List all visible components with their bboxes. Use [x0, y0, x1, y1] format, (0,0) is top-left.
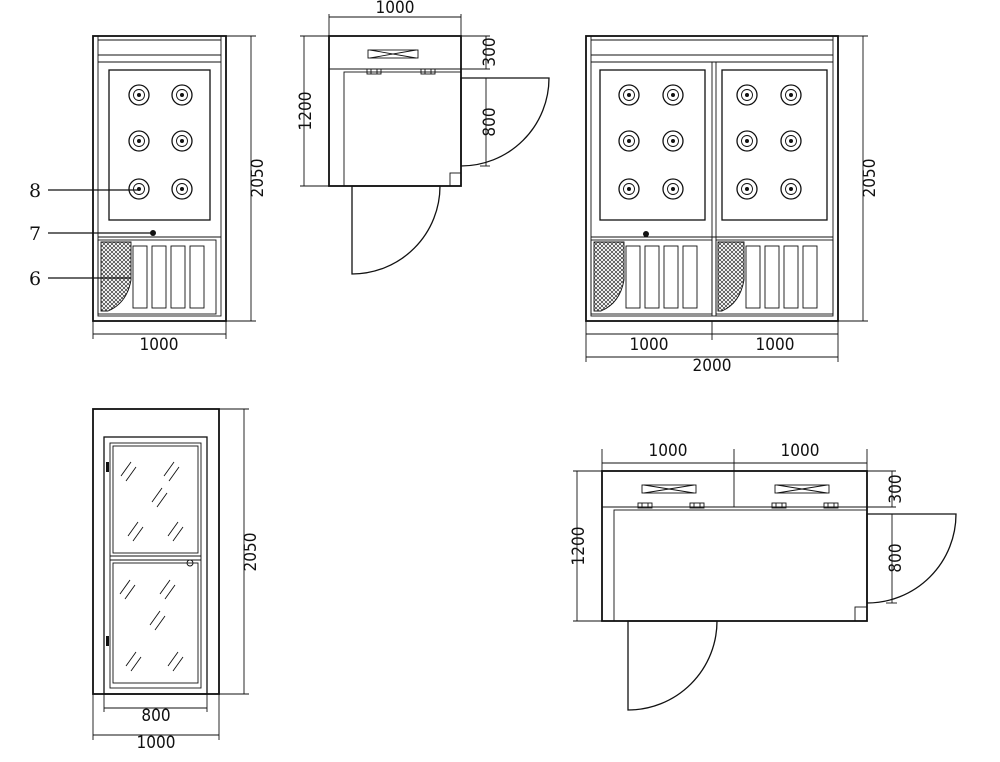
- nozzle-panel-right: [721, 69, 828, 221]
- fan-box-icon: [641, 484, 697, 494]
- air-nozzle-icon: [171, 130, 193, 152]
- plenum-dimension: 300: [480, 37, 500, 66]
- filter-slots-right: [745, 245, 818, 309]
- total-width-dimension: 2000: [693, 356, 732, 376]
- air-nozzle-icon: [780, 178, 802, 200]
- air-nozzle-icon: [171, 84, 193, 106]
- air-nozzle-icon: [128, 130, 150, 152]
- width-dimension: 1000: [140, 335, 179, 355]
- air-nozzle-icon: [618, 84, 640, 106]
- callout-8: 8: [29, 180, 41, 202]
- upper-glass-pane: [112, 445, 199, 554]
- nozzle-panel: [108, 69, 211, 221]
- cabinet-top-outline: [328, 35, 462, 187]
- door-frame: [103, 436, 208, 695]
- intake-grille-right: [717, 241, 745, 312]
- air-nozzle-icon: [736, 84, 758, 106]
- control-indicator: [150, 230, 156, 236]
- height-dimension: 2050: [248, 159, 268, 198]
- air-nozzle-icon: [736, 130, 758, 152]
- air-nozzle-icon: [128, 178, 150, 200]
- control-indicator: [643, 231, 649, 237]
- air-nozzle-icon: [780, 130, 802, 152]
- air-nozzle-icon: [171, 178, 193, 200]
- nozzle-panel-left: [599, 69, 706, 221]
- fan-box-icon: [367, 49, 419, 59]
- height-dimension: 2050: [241, 533, 261, 572]
- side-door-swing: [460, 77, 550, 167]
- air-nozzle-icon: [662, 84, 684, 106]
- side-door-swing: [866, 513, 957, 604]
- door-dimension: 800: [480, 107, 500, 136]
- right-width-dimension: 1000: [756, 335, 795, 355]
- door-width-dimension: 800: [141, 706, 170, 726]
- top-view-double: 1000 1000 1200 300 800: [569, 441, 957, 711]
- hinge-icon: [420, 68, 436, 75]
- air-nozzle-icon: [736, 178, 758, 200]
- air-nozzle-icon: [662, 178, 684, 200]
- intake-grille-left: [593, 241, 625, 312]
- filter-slots-left: [625, 245, 698, 309]
- height-dimension: 2050: [860, 159, 880, 198]
- door-handle-icon: [186, 559, 194, 567]
- top-depth-dimension: 1200: [569, 527, 589, 566]
- front-view-single: 8 7 6 2050 1000: [29, 35, 268, 355]
- air-nozzles-left: [618, 84, 684, 200]
- intake-grille: [100, 241, 132, 312]
- top-width-dimension: 1000: [376, 0, 415, 18]
- glass-reflection-marks: [119, 461, 184, 672]
- front-door-swing: [627, 620, 718, 711]
- fan-box-icon: [774, 484, 830, 494]
- width-dimension: 1000: [137, 733, 176, 753]
- air-nozzle-icon: [780, 84, 802, 106]
- callout-7: 7: [29, 223, 41, 245]
- front-door-swing: [351, 185, 441, 275]
- front-view-double: 2050 1000 1000 2000: [585, 35, 880, 376]
- left-width-dimension: 1000: [649, 441, 688, 461]
- door-dimension: 800: [886, 543, 906, 572]
- air-nozzle-icon: [618, 130, 640, 152]
- lower-glass-pane: [112, 562, 199, 684]
- top-depth-dimension: 1200: [296, 92, 316, 131]
- air-nozzle-icon: [662, 130, 684, 152]
- left-width-dimension: 1000: [630, 335, 669, 355]
- air-nozzles-right: [736, 84, 802, 200]
- side-view: 2050 800 1000: [92, 408, 261, 753]
- air-nozzles: [128, 84, 193, 200]
- right-width-dimension: 1000: [781, 441, 820, 461]
- air-nozzle-icon: [128, 84, 150, 106]
- air-nozzle-icon: [618, 178, 640, 200]
- top-view-single: 1000 1200 300 800: [296, 0, 550, 275]
- hinge-icon: [366, 68, 382, 75]
- cabinet-top-outline: [601, 470, 868, 622]
- filter-slots: [132, 245, 205, 309]
- callout-6: 6: [29, 268, 41, 290]
- plenum-dimension: 300: [886, 474, 906, 503]
- cabinet-outline: [92, 408, 220, 695]
